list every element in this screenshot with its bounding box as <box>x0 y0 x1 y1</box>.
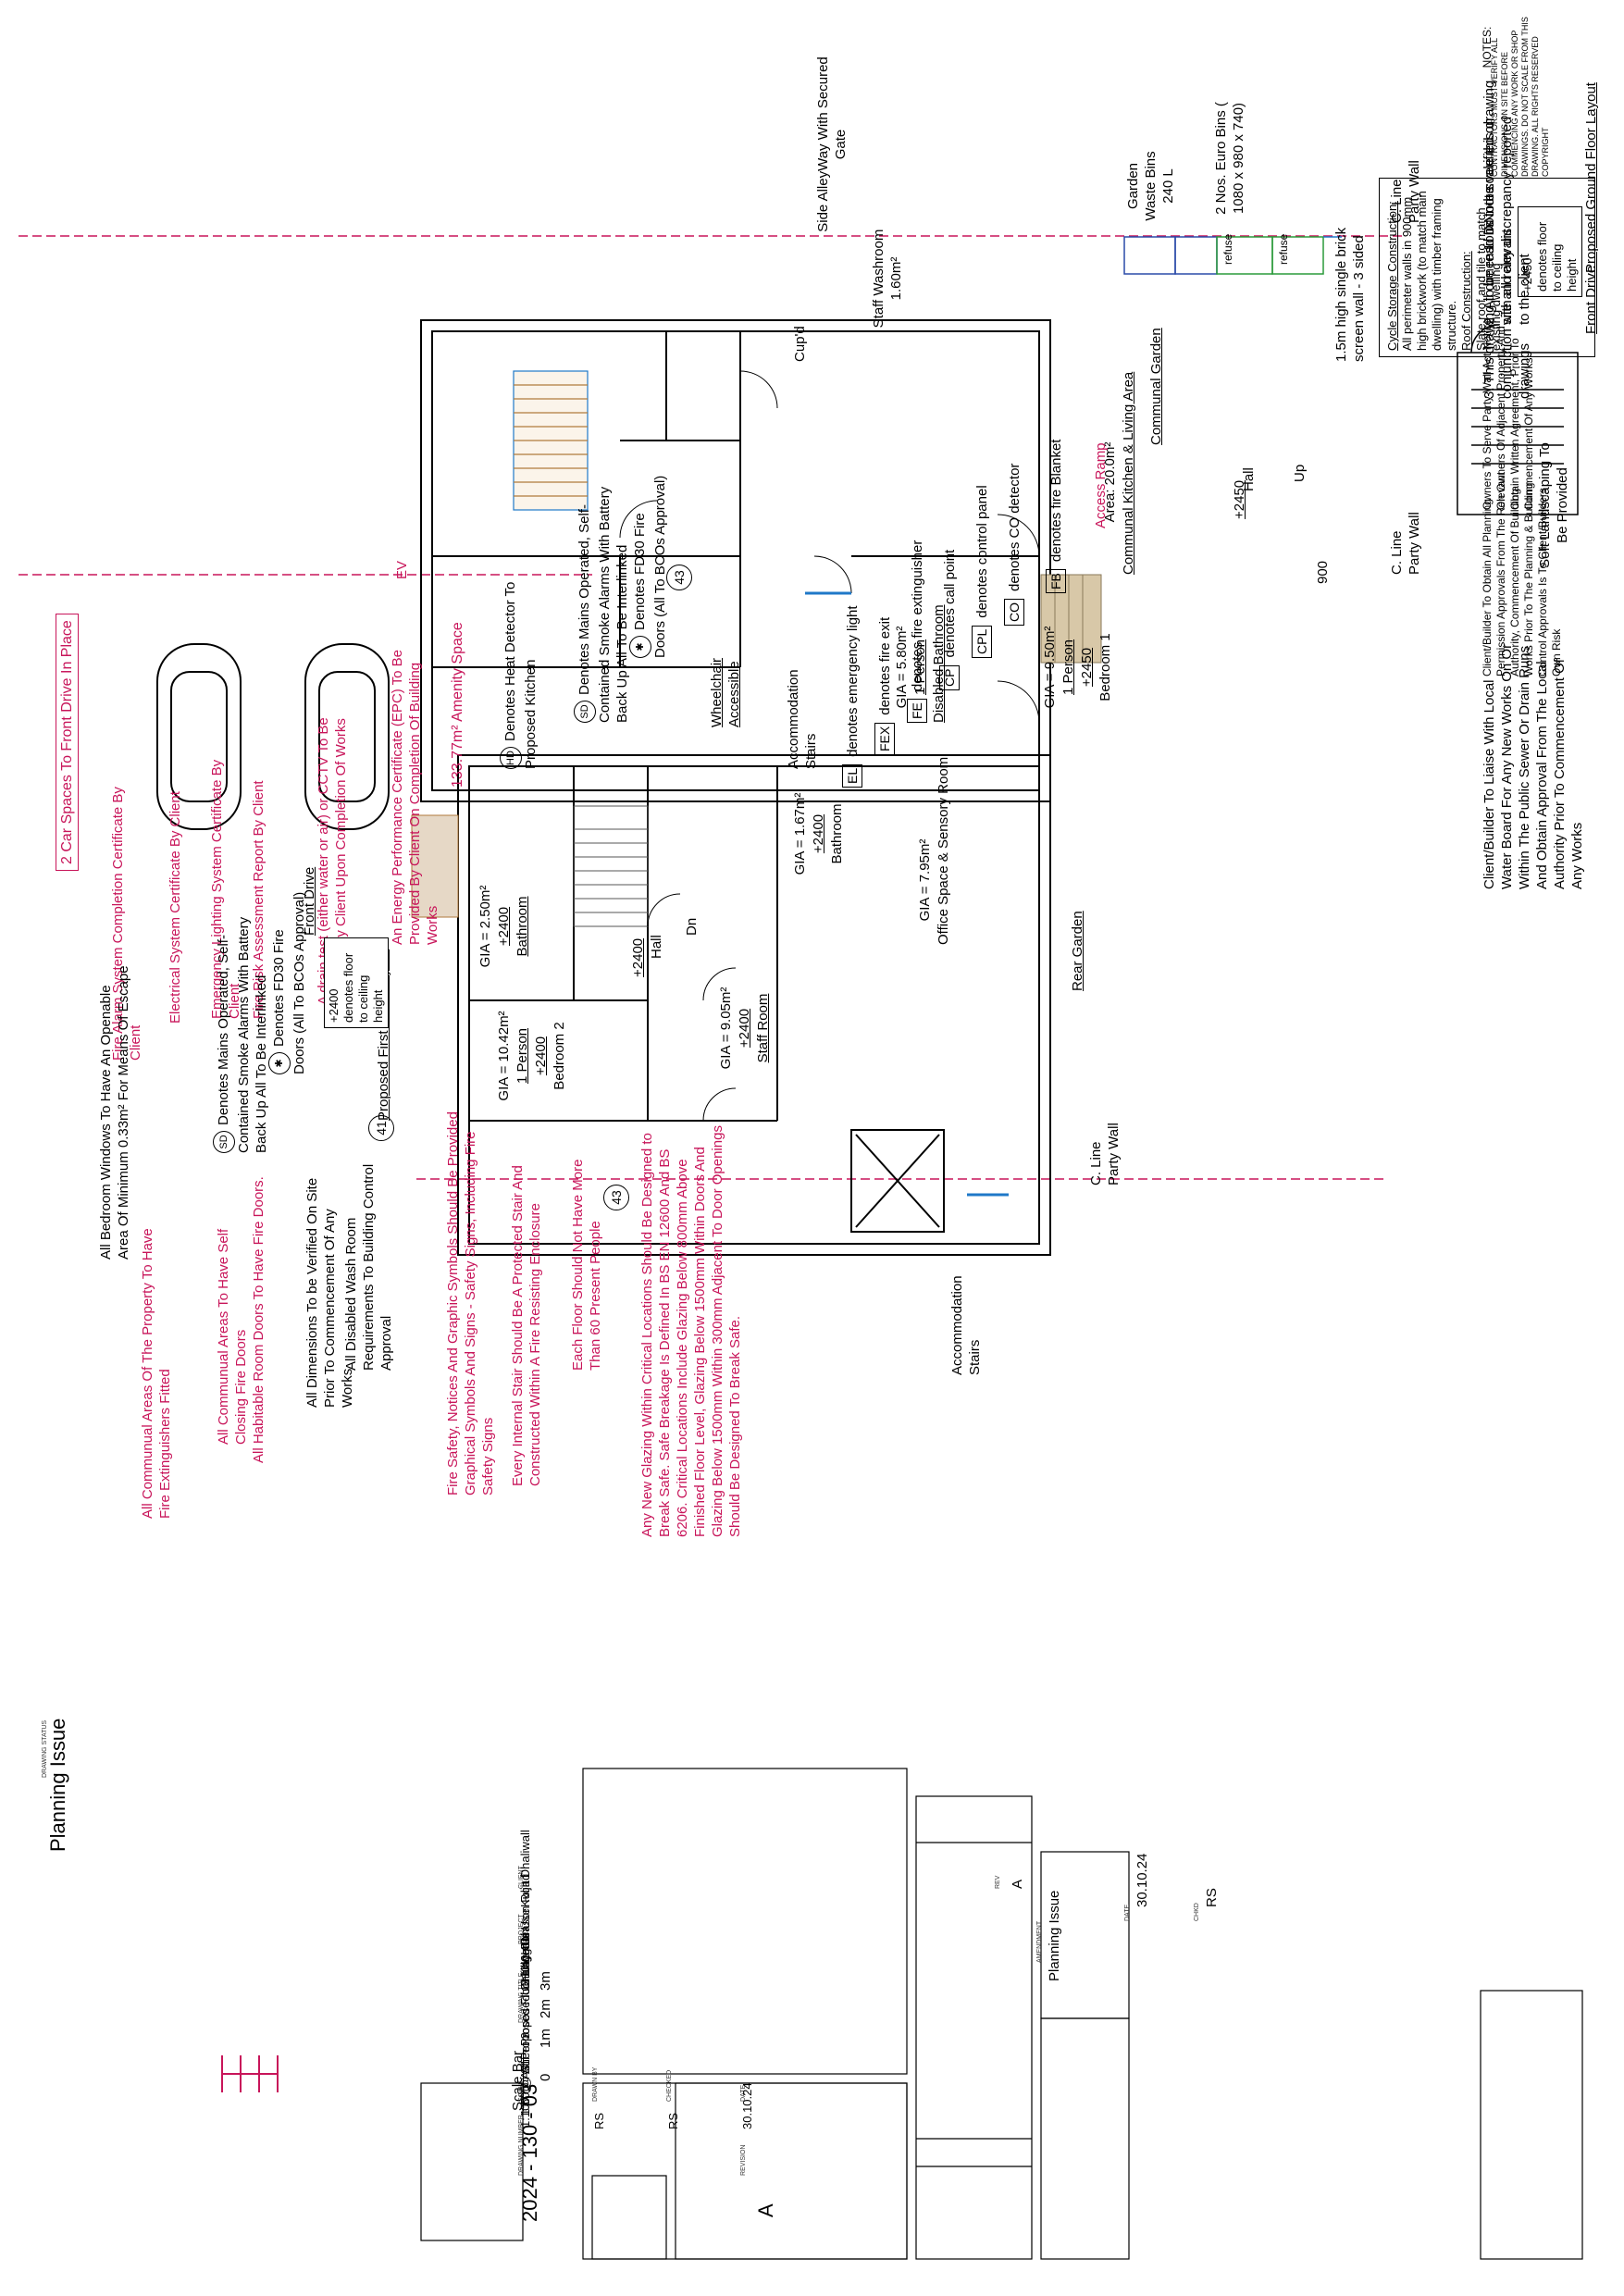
ground-door-swings <box>619 370 1040 724</box>
access-ramp <box>1040 574 1102 664</box>
water-board-note: Client/Builder To Liaise With Local Wate… <box>1481 643 1585 889</box>
ground-floor-walls <box>420 319 1051 802</box>
car-1 <box>156 643 242 830</box>
scale-bar <box>221 2055 279 2092</box>
drawn-by-value: RS <box>592 2112 606 2129</box>
first-external-stair <box>411 814 459 918</box>
first-door-swings <box>647 893 737 1122</box>
ground-stair <box>513 370 589 511</box>
drawing-status-value: Planning Issue <box>46 1718 69 1852</box>
scale-bar-tick-1: 1m <box>538 2029 553 2048</box>
date-header: DATE <box>1124 1904 1131 1921</box>
scale-bar-tick-0: 0 <box>538 2073 553 2081</box>
revision-value: A <box>754 2203 777 2217</box>
scale-bar-tick-2: 2m <box>538 1999 553 2018</box>
amendment-header: AMENDMENT <box>1036 1920 1043 1963</box>
drawn-by-label: DRAWN BY <box>592 2066 599 2102</box>
rev-chkd-value: RS <box>1204 1888 1220 1907</box>
bin-store <box>1123 236 1342 275</box>
cycle-store <box>1457 324 1579 515</box>
date-value: 30.10.24 <box>740 2082 754 2129</box>
revision-label: REVISION <box>740 2144 747 2176</box>
first-stair <box>573 805 649 927</box>
car-2 <box>304 643 390 830</box>
drawing-number-value: 2024 - 130 - 03 <box>518 2083 541 2222</box>
rev-date-value: 30.10.24 <box>1134 1853 1150 1907</box>
checked-label: CHECKED <box>666 2069 673 2102</box>
checked-value: RS <box>666 2112 680 2129</box>
scale-bar-tick-3: 3m <box>538 1971 553 1991</box>
first-floor-walls <box>457 754 1051 1256</box>
rev-value: A <box>1010 1879 1025 1889</box>
rev-header: REV <box>995 1875 1001 1889</box>
rev-amendment-value: Planning Issue <box>1047 1890 1062 1981</box>
chkd-header: CHKD <box>1194 1903 1200 1921</box>
